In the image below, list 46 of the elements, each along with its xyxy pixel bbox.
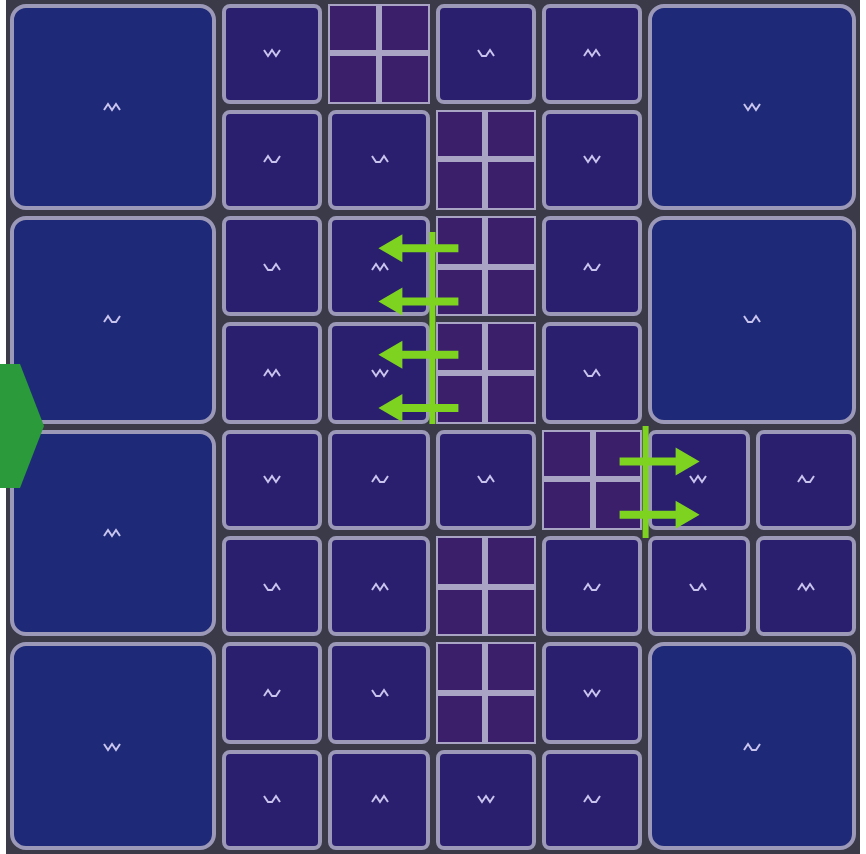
large-tile	[9, 429, 217, 637]
tile	[755, 429, 856, 530]
large-tile	[648, 642, 856, 850]
tile	[542, 322, 643, 424]
grid-tile	[435, 109, 536, 211]
tile	[328, 429, 430, 530]
tile	[755, 536, 856, 637]
tile	[222, 642, 323, 744]
arrow	[378, 394, 459, 423]
arrow	[378, 340, 459, 369]
tile	[328, 642, 430, 744]
tile	[648, 536, 750, 637]
large-tile	[9, 642, 217, 850]
tile	[435, 749, 536, 850]
arrow	[619, 500, 700, 529]
arrow	[378, 287, 459, 316]
large-tile	[648, 216, 856, 424]
arrow	[619, 447, 700, 476]
tile	[542, 749, 643, 850]
large-tile	[648, 3, 856, 211]
tile	[328, 109, 430, 211]
tile	[222, 322, 323, 424]
arrow	[378, 234, 459, 263]
tile	[435, 429, 536, 530]
tile	[542, 216, 643, 317]
tile	[222, 216, 323, 317]
tile	[542, 642, 643, 744]
grid-tile	[435, 216, 536, 317]
tile	[222, 749, 323, 850]
tile	[222, 536, 323, 637]
grid-tile	[435, 536, 536, 637]
large-tile	[9, 3, 217, 211]
grid-tile	[542, 429, 643, 530]
tile	[328, 536, 430, 637]
tile	[222, 429, 323, 530]
tile	[222, 109, 323, 211]
grid-tile	[328, 3, 430, 104]
tile	[542, 3, 643, 104]
tile	[542, 109, 643, 211]
tile	[222, 3, 323, 104]
grid-tile	[435, 642, 536, 744]
tile	[542, 536, 643, 637]
tile	[435, 3, 536, 104]
tile	[328, 749, 430, 850]
large-tile	[9, 216, 217, 424]
grid-tile	[435, 322, 536, 424]
